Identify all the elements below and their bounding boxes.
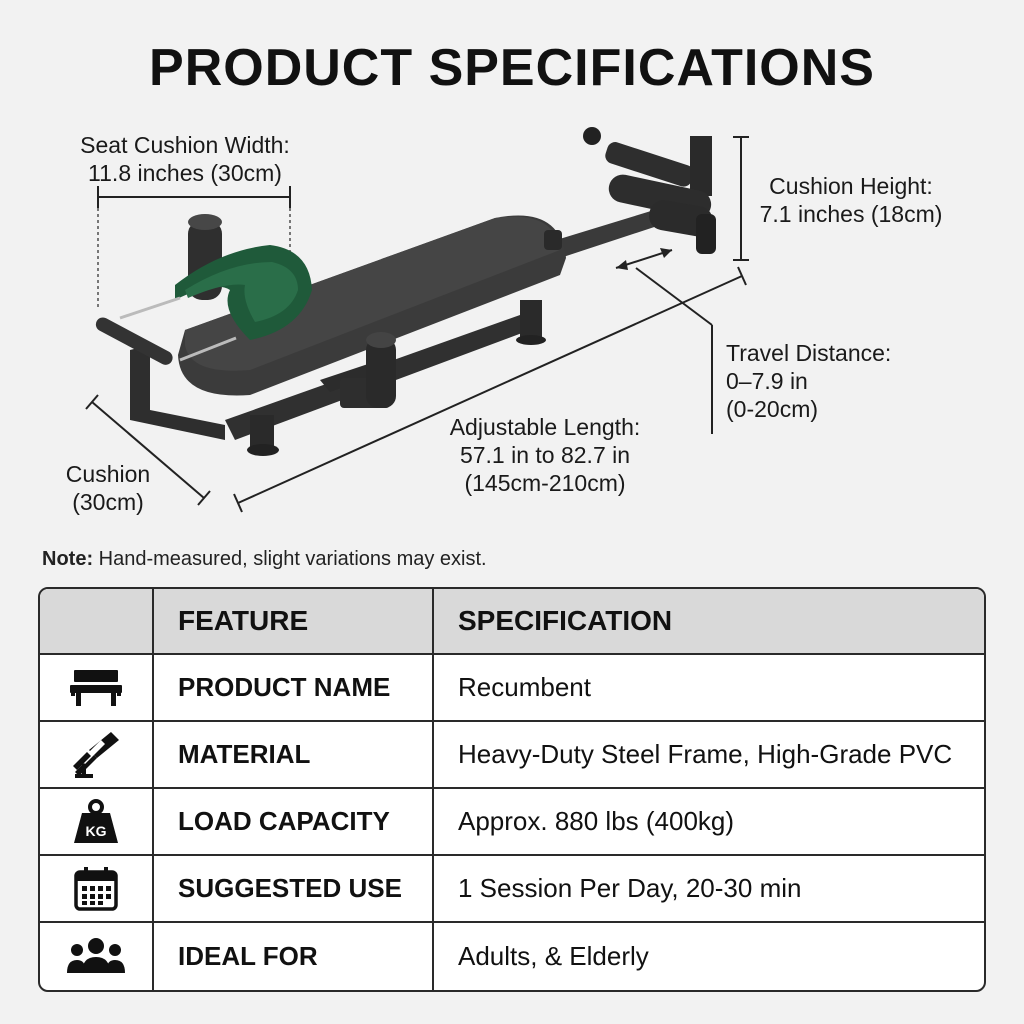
note-label: Note: [42, 548, 94, 570]
value-material: Heavy-Duty Steel Frame, High-Grade PVC [434, 722, 984, 789]
value-ideal-for: Adults, & Elderly [458, 941, 649, 971]
label-cushion-height: Cushion Height: 7.1 inches (18cm) [759, 173, 943, 227]
header-feature: FEATURE [154, 589, 434, 655]
people-icon [67, 937, 125, 973]
label-adjustable-length: Adjustable Length: 57.1 in to 82.7 in (1… [449, 414, 641, 496]
kg-weight-icon: KG [74, 798, 118, 843]
spec-table: FEATURE SPECIFICATION PRODUCT NAME Recum… [38, 587, 986, 992]
feature-product-name: PRODUCT NAME [154, 655, 434, 722]
header-icon-cell [40, 589, 154, 655]
table-row: PRODUCT NAME Recumbent [40, 655, 984, 722]
feature-material: MATERIAL [154, 722, 434, 789]
table-row: SUGGESTED USE 1 Session Per Day, 20-30 m… [40, 856, 984, 923]
feature-suggested-use: SUGGESTED USE [154, 856, 434, 923]
table-row: IDEAL FOR Adults, & Elderly [40, 923, 984, 990]
header-specification: SPECIFICATION [434, 589, 984, 655]
note-text: Hand-measured, slight variations may exi… [93, 548, 487, 570]
table-header-row: FEATURE SPECIFICATION [40, 589, 984, 655]
page-title: PRODUCT SPECIFICATIONS [149, 39, 875, 97]
note: Note: Hand-measured, slight variations m… [42, 548, 487, 571]
bench-icon [70, 669, 122, 706]
label-travel-distance: Travel Distance: 0–7.9 in (0-20cm) [726, 340, 892, 422]
table-row: KG LOAD CAPACITY Approx. 880 lbs (400kg) [40, 789, 984, 856]
product-diagram [85, 127, 749, 513]
kg-weight-text: KG [86, 823, 107, 839]
table-row: MATERIAL Heavy-Duty Steel Frame, High-Gr… [40, 722, 984, 789]
feature-load-capacity: LOAD CAPACITY [154, 789, 434, 856]
steel-beam-icon [73, 731, 119, 778]
label-cushion: Cushion (30cm) [65, 461, 151, 515]
value-product-name: Recumbent [434, 655, 984, 722]
feature-ideal-for: IDEAL FOR [154, 923, 434, 990]
value-load-capacity: Approx. 880 lbs (400kg) [434, 789, 984, 856]
value-suggested-use: 1 Session Per Day, 20-30 min [434, 856, 984, 923]
calendar-icon [74, 866, 118, 911]
label-seat-width: Seat Cushion Width: 11.8 inches (30cm) [80, 132, 290, 186]
